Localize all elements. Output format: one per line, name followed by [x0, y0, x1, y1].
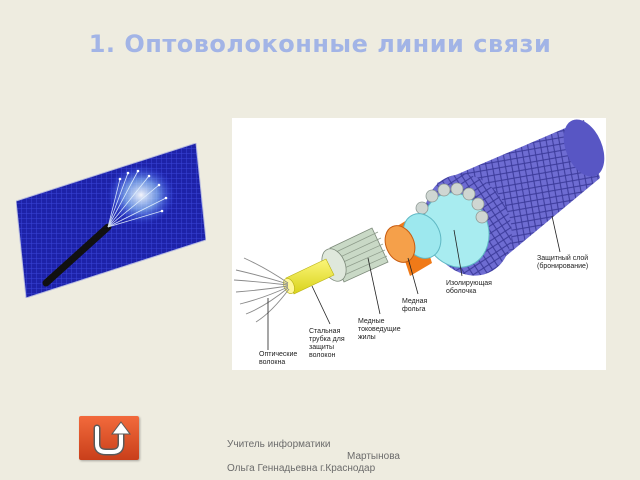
label-optical-fibers: Оптические волокна — [259, 351, 298, 366]
fiber-optic-photo — [15, 142, 207, 299]
u-turn-return-icon — [93, 421, 131, 456]
fiber-cable-diagram: Оптические волокна Стальная трубка для з… — [232, 118, 606, 370]
label-copper-foil: Медная фольга — [402, 298, 428, 313]
label-armor: Защитный слой (бронирование) — [537, 255, 589, 270]
author-line-1: Учитель информатики — [227, 439, 331, 450]
slide-title: 1. Оптоволоконные линии связи — [88, 30, 552, 58]
label-insulation: Изолирующая оболочка — [446, 280, 492, 295]
author-credit: Учитель информатики Мартынова Ольга Генн… — [227, 439, 427, 475]
optical-fibers — [233, 257, 290, 323]
author-line-2: Мартынова — [347, 451, 400, 462]
label-copper-wires: Медные токоведущие жилы — [358, 318, 401, 341]
back-button[interactable] — [79, 416, 139, 460]
label-steel-tube: Стальная трубка для защиты волокон — [309, 328, 345, 359]
author-line-3: Ольга Геннадьевна г.Краснодар — [227, 463, 376, 474]
